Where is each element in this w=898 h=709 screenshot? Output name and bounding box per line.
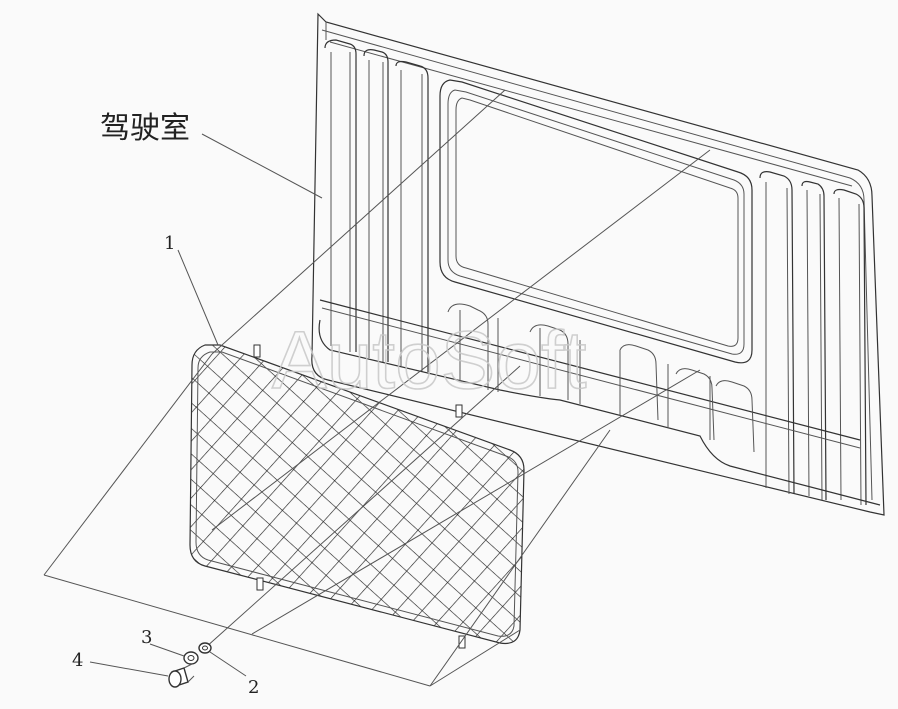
left-ribs xyxy=(324,39,429,372)
washer-part-2 xyxy=(198,642,212,654)
right-ribs xyxy=(759,171,867,506)
bolt-part-4 xyxy=(168,663,195,688)
cab-label: 驾驶室 xyxy=(100,111,190,146)
leader-lines xyxy=(89,133,323,677)
part-3-label: 3 xyxy=(141,627,152,648)
rear-window xyxy=(439,79,753,364)
cab-rear-wall xyxy=(311,12,885,516)
assembly-lines xyxy=(43,89,711,687)
net-clips xyxy=(253,344,466,649)
fasteners xyxy=(168,642,212,688)
part-1-label: 1 xyxy=(164,233,175,254)
part-4-label: 4 xyxy=(72,650,83,671)
washer-part-3 xyxy=(183,651,199,665)
part-2-label: 2 xyxy=(248,677,259,698)
watermark: AutoSoft xyxy=(272,315,587,406)
